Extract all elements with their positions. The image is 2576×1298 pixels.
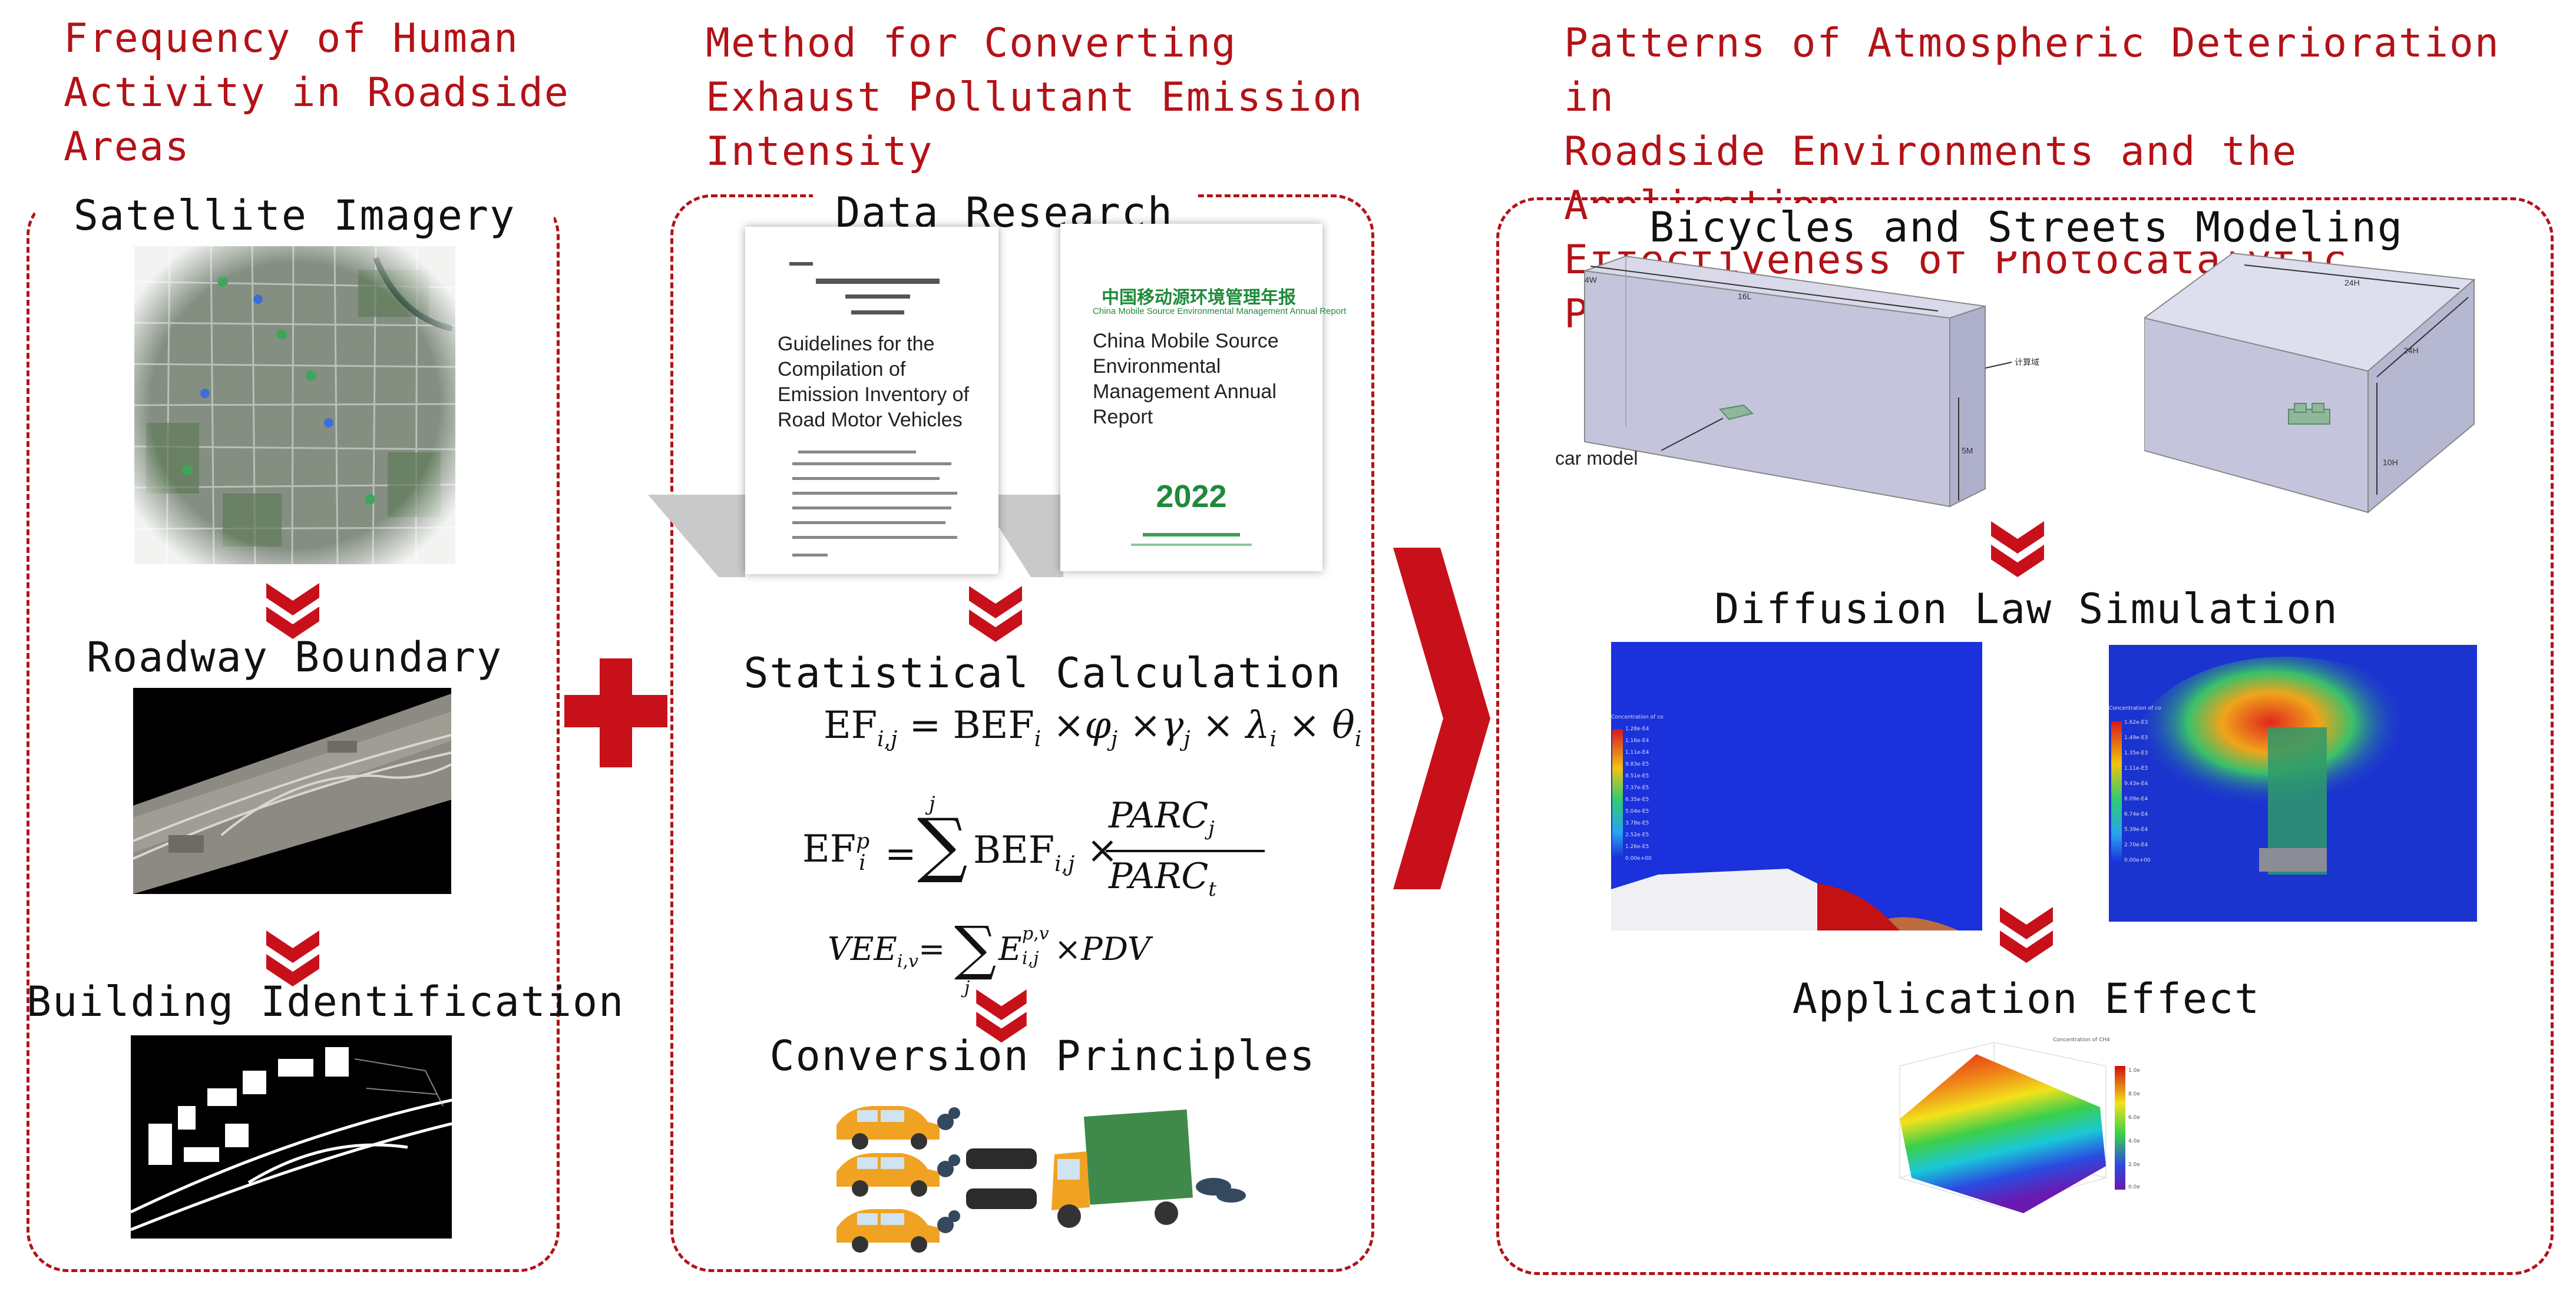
svg-text:6.0e: 6.0e	[2128, 1115, 2140, 1121]
svg-text:6.35e-E5: 6.35e-E5	[1625, 797, 1649, 803]
svg-text:计算域: 计算域	[2015, 357, 2039, 367]
svg-text:3.78e-E5: 3.78e-E5	[1625, 820, 1649, 826]
svg-text:1.49e-E3: 1.49e-E3	[2124, 735, 2148, 741]
formula-vee: VEEi,v= ∑ j E p,v i,j ×PDV	[828, 913, 1150, 999]
svg-text:Concentration of co: Concentration of co	[2109, 706, 2161, 711]
left-section-title: Frequency of Human Activity in Roadside …	[64, 15, 570, 170]
application-effect-label: Application Effect	[1792, 975, 2261, 1023]
svg-text:1.11e-E3: 1.11e-E3	[2124, 766, 2148, 771]
down-chevron-icon-4	[976, 989, 1027, 1043]
svg-text:1.11e-E4: 1.11e-E4	[1625, 750, 1649, 756]
satellite-image	[134, 246, 455, 564]
street-model-3d-image: 24H 24H 10H	[2144, 252, 2476, 514]
street-model-image: 4W 16L 5M 计算域	[1584, 255, 2039, 508]
middle-section-title: Method for Converting Exhaust Pollutant …	[706, 20, 1364, 175]
annual-report-document: 中国移动源环境管理年报 China Mobile Source Environm…	[1060, 224, 1346, 571]
svg-text:0.00e+00: 0.00e+00	[1625, 856, 1652, 862]
down-chevron-icon-6	[2000, 907, 2053, 963]
down-chevron-icon-2	[266, 931, 319, 986]
svg-text:1.28e-E4: 1.28e-E4	[1625, 726, 1649, 732]
guidelines-document-title: Guidelines for the Compilation of Emissi…	[778, 333, 970, 431]
right-arrow-icon	[1393, 548, 1490, 889]
diffusion-simulation-2d-image: Concentration of co 1.28e-E4 1.16e-E4 1.11…	[1611, 642, 1982, 931]
svg-text:8.09e-E4: 8.09e-E4	[2124, 796, 2148, 802]
annual-report-cn-title: 中国移动源环境管理年报	[1102, 287, 1296, 308]
down-chevron-icon-1	[266, 583, 319, 639]
right-panel	[1496, 197, 2554, 1275]
conversion-illustration	[836, 1106, 1246, 1253]
conversion-principles-label: Conversion Principles	[769, 1032, 1316, 1080]
svg-text:1.26e-E5: 1.26e-E5	[1625, 844, 1649, 850]
svg-text:10H: 10H	[2383, 458, 2398, 467]
car-icon-2	[836, 1153, 960, 1197]
car-icon-3	[836, 1209, 960, 1253]
annual-report-title: China Mobile Source Environmental Manage…	[1093, 330, 1279, 428]
svg-text:24H: 24H	[2403, 346, 2419, 355]
svg-text:5.39e-E4: 5.39e-E4	[2124, 827, 2148, 833]
svg-text:4W: 4W	[1585, 275, 1598, 284]
satellite-imagery-label: Satellite Imagery	[35, 191, 554, 240]
application-effect-surface-plot: Concentration of CH4 1.0e 8.0e 6.0e 4.0e 2.0…	[1899, 1037, 2140, 1213]
svg-text:16L: 16L	[1738, 292, 1752, 301]
svg-text:0.0e: 0.0e	[2128, 1184, 2140, 1190]
svg-text:5.04e-E5: 5.04e-E5	[1625, 809, 1649, 814]
svg-text:1.16e-E4: 1.16e-E4	[1625, 738, 1649, 744]
building-identification-image	[131, 1035, 452, 1239]
svg-text:6.74e-E4: 6.74e-E4	[2124, 812, 2148, 817]
annual-report-en-subtitle: China Mobile Source Environmental Manage…	[1093, 306, 1347, 316]
diffusion-law-simulation-label: Diffusion Law Simulation	[1714, 585, 2339, 633]
down-chevron-icon-5	[1991, 521, 2044, 577]
down-chevron-icon-3	[969, 586, 1022, 642]
svg-text:5M: 5M	[1962, 446, 1973, 455]
truck-icon	[1051, 1109, 1246, 1228]
guidelines-document: Guidelines for the Compilation of Emissi…	[745, 227, 998, 574]
svg-text:8.0e: 8.0e	[2128, 1091, 2140, 1097]
annual-report-year: 2022	[1156, 479, 1227, 514]
equals-icon	[966, 1148, 1037, 1209]
roadway-boundary-label: Roadway Boundary	[86, 633, 503, 681]
statistical-calculation-label: Statistical Calculation	[743, 649, 1342, 697]
svg-text:1.0e: 1.0e	[2128, 1068, 2140, 1074]
svg-text:4.0e: 4.0e	[2128, 1138, 2140, 1144]
plus-icon	[564, 658, 667, 767]
svg-text:Concentration of co: Concentration of co	[1611, 714, 1664, 720]
svg-text:2.0e: 2.0e	[2128, 1162, 2140, 1168]
roadway-boundary-image	[133, 688, 451, 894]
svg-text:1.35e-E3: 1.35e-E3	[2124, 750, 2148, 756]
svg-text:1.62e-E3: 1.62e-E3	[2124, 720, 2148, 726]
svg-text:2.70e-E4: 2.70e-E4	[2124, 842, 2148, 848]
svg-text:Concentration of CH4: Concentration of CH4	[2053, 1037, 2110, 1043]
svg-text:9.83e-E5: 9.83e-E5	[1625, 761, 1649, 767]
building-identification-label: Building Identification	[27, 978, 625, 1026]
formula-ef: EFi,j = BEFi ×φj ×γj × λi × θi	[824, 704, 1362, 751]
car-icon-1	[836, 1106, 960, 1150]
svg-text:24H: 24H	[2344, 278, 2360, 287]
diffusion-simulation-3d-image: Concentration of co 1.62e-E3 1.49e-E3 1.35…	[2109, 645, 2477, 922]
formula-ef-p: EFpi = j ∑ BEFi,j × PARCj PARCt	[802, 792, 1265, 910]
bicycles-streets-modeling-label: Bicycles and Streets Modeling	[1590, 203, 2462, 251]
car-model-label: car model	[1555, 448, 1638, 469]
svg-text:2.52e-E5: 2.52e-E5	[1625, 832, 1649, 838]
svg-text:8.51e-E5: 8.51e-E5	[1625, 773, 1649, 779]
svg-text:0.00e+00: 0.00e+00	[2124, 857, 2151, 863]
svg-text:9.43e-E4: 9.43e-E4	[2124, 781, 2148, 787]
document-shadow	[648, 495, 1063, 577]
svg-text:7.37e-E5: 7.37e-E5	[1625, 785, 1649, 791]
